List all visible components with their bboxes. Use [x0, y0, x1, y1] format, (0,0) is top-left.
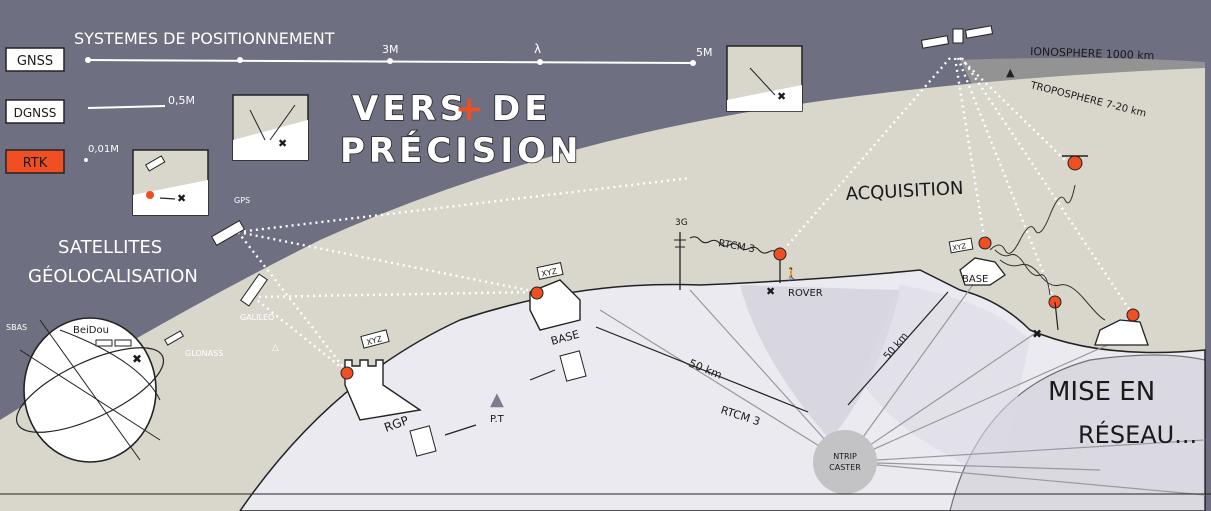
ntrip-label-2: CASTER	[829, 463, 861, 472]
gps-label: GPS	[234, 196, 250, 205]
surveyor-marker: ✖	[1032, 327, 1042, 341]
dgnss-scale-line	[87, 105, 166, 109]
sbas-label: SBAS	[6, 323, 27, 332]
main-title-plus: +	[455, 89, 484, 129]
vehicle-icon	[1094, 319, 1149, 346]
main-title-vers: VERS	[352, 89, 468, 129]
main-title-de: DE	[492, 89, 551, 129]
main-title: VERS + DE PRÉCISION	[339, 88, 582, 172]
3g-antenna-icon	[674, 232, 686, 290]
systems-title: SYSTEMES DE POSITIONNEMENT	[74, 29, 335, 48]
scale-lambda: λ	[534, 42, 541, 56]
galileo-marker: △	[272, 343, 279, 353]
dgnss-illustration: ✖	[232, 94, 309, 161]
svg-text:✖: ✖	[177, 192, 186, 205]
ntrip-caster-circle	[813, 430, 877, 494]
rover-antenna	[773, 247, 787, 261]
distance-line-2	[847, 291, 949, 406]
base-right-xyz: XYZ	[952, 242, 967, 252]
ntrip-label-1: NTRIP	[833, 452, 857, 461]
svg-text:✖: ✖	[132, 352, 142, 366]
gps-satellite-icon	[210, 219, 246, 247]
distance-line-1	[595, 326, 809, 413]
base-right-antenna	[978, 236, 992, 250]
rgp-xyz: XYZ	[366, 334, 384, 347]
base-arrow	[529, 369, 556, 381]
vehicle-antenna	[1126, 308, 1140, 322]
ionosphere-label: IONOSPHERE 1000 km	[1030, 45, 1155, 62]
galileo-satellite-icon	[240, 273, 268, 307]
satellites-title-2: GÉOLOCALISATION	[28, 265, 198, 287]
coverage-base	[860, 285, 1030, 480]
network-title-2: RÉSEAU...	[1078, 420, 1197, 449]
level-gnss: GNSS	[5, 47, 65, 72]
rover-marker: ✖	[766, 285, 775, 298]
level-gnss-label: GNSS	[17, 54, 53, 69]
rover-figure: 🚶	[784, 267, 799, 281]
satellites-title-1: SATELLITES	[58, 237, 162, 258]
troposphere-marker: ▲	[1006, 66, 1015, 79]
gnss-illustration: ✖	[726, 45, 803, 112]
level-rtk: RTK	[5, 149, 65, 174]
svg-text:✖: ✖	[777, 90, 786, 103]
rtcm-wave	[689, 236, 780, 255]
3g-label: 3G	[675, 218, 688, 228]
pt-marker: ▲	[490, 389, 504, 410]
wavy-path-3	[999, 259, 1106, 321]
galileo-label: GALILEO	[240, 313, 274, 322]
scale-3m: 3M	[382, 43, 399, 56]
base-left-xyz: XYZ	[541, 267, 559, 279]
base-right-label: BASE	[962, 274, 988, 285]
globe-icon: ✖	[15, 317, 184, 463]
rgp-tower-icon: XYZ	[344, 329, 422, 421]
level-rtk-label: RTK	[23, 156, 48, 171]
scale-5m: 5M	[696, 46, 713, 59]
gnss-scale-dots	[85, 57, 696, 66]
level-dgnss: DGNSS	[5, 99, 65, 124]
rgp-arrow	[444, 424, 477, 436]
rtk-illustration: ✖	[132, 149, 209, 216]
level-dgnss-label: DGNSS	[14, 106, 57, 120]
main-title-precision: PRÉCISION	[340, 130, 582, 171]
rover-label: ROVER	[788, 288, 823, 299]
surveyor-pole	[1054, 301, 1059, 331]
wavy-path-1	[989, 184, 1076, 254]
pt-label: P.T	[490, 414, 505, 425]
network-title-1: MISE EN	[1048, 377, 1155, 407]
beidou-label: BeiDou	[73, 325, 109, 336]
scale-001m: 0,01M	[88, 144, 119, 155]
base-left-document-icon	[559, 350, 587, 382]
rgp-antenna	[340, 366, 354, 380]
scale-05m: 0,5M	[168, 94, 195, 107]
glonass-label: GLONASS	[185, 349, 223, 358]
svg-text:✖: ✖	[278, 137, 287, 150]
coverage-rover	[740, 285, 900, 440]
base-left-antenna	[530, 286, 544, 300]
rgp-document-icon	[409, 425, 437, 457]
signal-rays	[237, 57, 1134, 373]
top-satellite-icon	[920, 25, 994, 49]
base-right-building: XYZ	[948, 237, 1006, 286]
ntrip-lines	[599, 274, 1206, 496]
drone-icon	[1062, 155, 1088, 171]
rtk-scale-dot	[84, 158, 88, 162]
